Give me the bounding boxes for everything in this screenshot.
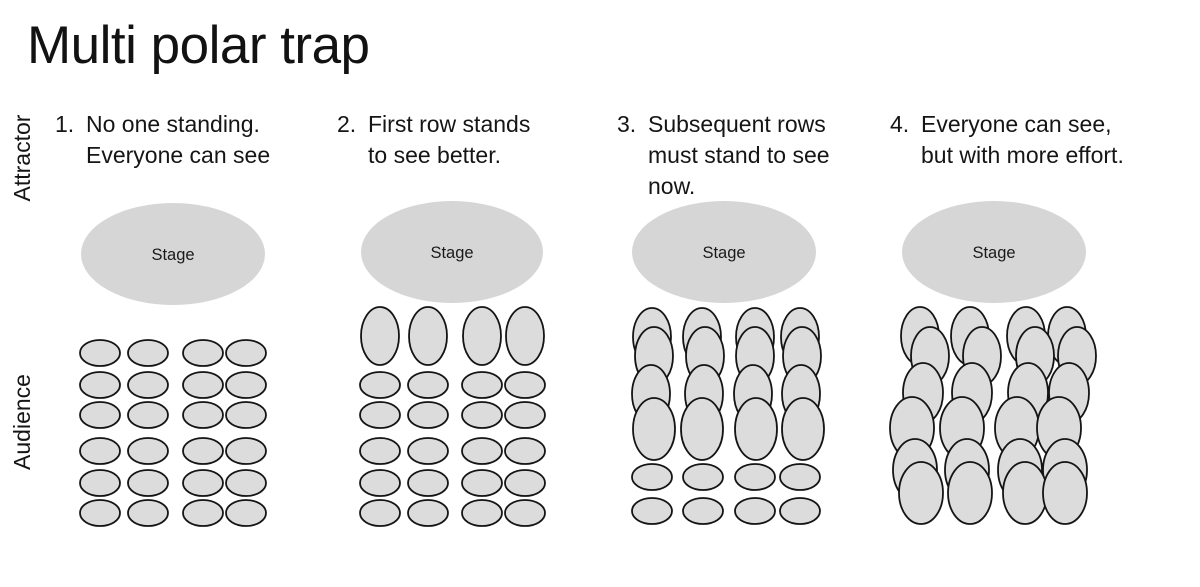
caption-number: 2.: [337, 111, 357, 137]
panel-caption-4: 4. Everyone can see, but with more effor…: [890, 109, 1124, 171]
person-seated: [504, 371, 546, 399]
person-seated: [225, 371, 267, 399]
person-seated: [225, 401, 267, 429]
person-standing: [781, 397, 825, 461]
person-seated: [127, 401, 169, 429]
person-standing: [360, 306, 400, 366]
stage-ellipse: [632, 201, 816, 303]
person-standing: [947, 461, 993, 525]
person-seated: [504, 499, 546, 527]
person-standing: [898, 461, 944, 525]
person-seated: [779, 497, 821, 525]
caption-line: to see better.: [368, 142, 501, 168]
stage-ellipse: [361, 201, 543, 303]
person-seated: [359, 499, 401, 527]
person-seated: [682, 497, 724, 525]
person-seated: [631, 463, 673, 491]
page-title: Multi polar trap: [27, 16, 370, 75]
caption-number: 1.: [55, 111, 75, 137]
person-seated: [504, 469, 546, 497]
person-seated: [407, 469, 449, 497]
person-seated: [225, 339, 267, 367]
person-seated: [79, 401, 121, 429]
person-seated: [407, 437, 449, 465]
stage-label: Stage: [151, 246, 194, 264]
caption-line: Everyone can see: [86, 142, 271, 168]
stage-ellipse: [81, 203, 265, 305]
stage-label: Stage: [430, 244, 473, 262]
person-standing: [462, 306, 502, 366]
person-seated: [359, 437, 401, 465]
person-seated: [127, 339, 169, 367]
person-seated: [461, 437, 503, 465]
person-standing: [1042, 461, 1088, 525]
person-seated: [225, 437, 267, 465]
caption-line: must stand to see: [648, 142, 830, 168]
person-seated: [682, 463, 724, 491]
person-standing: [408, 306, 448, 366]
caption-number: 4.: [890, 111, 910, 137]
person-standing: [632, 397, 676, 461]
caption-line: Subsequent rows: [648, 111, 826, 137]
person-seated: [407, 499, 449, 527]
person-seated: [79, 437, 121, 465]
panel-caption-1: 1. No one standing. Everyone can see: [55, 109, 270, 171]
person-seated: [127, 499, 169, 527]
person-seated: [359, 371, 401, 399]
person-seated: [182, 469, 224, 497]
caption-line: but with more effort.: [921, 142, 1124, 168]
person-seated: [127, 371, 169, 399]
panel-caption-3: 3. Subsequent rows must stand to see now…: [617, 109, 830, 202]
person-seated: [359, 401, 401, 429]
person-seated: [182, 371, 224, 399]
person-seated: [182, 401, 224, 429]
person-seated: [461, 499, 503, 527]
person-seated: [127, 469, 169, 497]
person-standing: [1002, 461, 1048, 525]
person-seated: [79, 499, 121, 527]
person-seated: [182, 339, 224, 367]
person-seated: [504, 437, 546, 465]
caption-line: now.: [648, 173, 696, 199]
person-seated: [461, 469, 503, 497]
person-seated: [407, 401, 449, 429]
stage-ellipse: [902, 201, 1086, 303]
person-seated: [407, 371, 449, 399]
person-standing: [680, 397, 724, 461]
stage-label: Stage: [972, 244, 1015, 262]
person-seated: [461, 371, 503, 399]
caption-line: No one standing.: [86, 111, 260, 137]
person-seated: [225, 499, 267, 527]
person-seated: [225, 469, 267, 497]
person-seated: [461, 401, 503, 429]
person-standing: [734, 397, 778, 461]
person-standing: [505, 306, 545, 366]
person-seated: [734, 497, 776, 525]
attractor-axis-label: Attractor: [9, 114, 35, 202]
person-seated: [504, 401, 546, 429]
stage-label: Stage: [702, 244, 745, 262]
person-seated: [79, 371, 121, 399]
person-seated: [359, 469, 401, 497]
audience-axis-label: Audience: [9, 374, 35, 470]
caption-line: Everyone can see,: [921, 111, 1112, 137]
person-seated: [182, 437, 224, 465]
panel-caption-2: 2. First row stands to see better.: [337, 109, 530, 171]
person-seated: [127, 437, 169, 465]
person-seated: [79, 469, 121, 497]
person-seated: [631, 497, 673, 525]
person-seated: [734, 463, 776, 491]
caption-number: 3.: [617, 111, 637, 137]
person-seated: [79, 339, 121, 367]
person-seated: [182, 499, 224, 527]
caption-line: First row stands: [368, 111, 531, 137]
person-seated: [779, 463, 821, 491]
